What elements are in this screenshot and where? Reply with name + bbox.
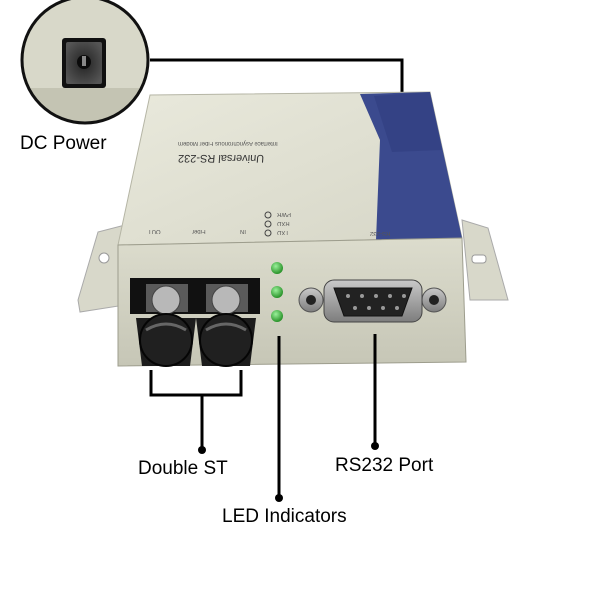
port-label-out: OUT xyxy=(148,228,161,234)
led-label-rxd: RXD xyxy=(277,220,290,226)
led-callout xyxy=(275,336,283,502)
double-st-connectors xyxy=(130,278,260,367)
led-rxd xyxy=(271,286,283,298)
led-label-txd: TXD xyxy=(277,229,289,235)
double-st-callout xyxy=(149,370,243,454)
device-title-text: Universal RS-232 xyxy=(177,152,265,164)
dc-power-callout-line xyxy=(150,58,404,92)
rs232-port xyxy=(298,279,447,323)
device-subtitle-text: Interface Asynchronous Fiber Modem xyxy=(178,140,278,146)
port-label-rs232: RS-232 xyxy=(370,230,391,236)
rs232-callout xyxy=(371,334,379,450)
blue-label-band xyxy=(360,92,462,240)
led-indicators xyxy=(264,211,283,322)
led-indicators-label: LED Indicators xyxy=(222,506,347,527)
port-label-in: IN xyxy=(240,228,246,234)
led-label-pwr: PWR xyxy=(277,211,291,217)
dc-power-inset xyxy=(20,0,150,125)
dc-power-label: DC Power xyxy=(20,133,107,154)
double-st-label: Double ST xyxy=(138,458,228,479)
led-txd xyxy=(271,310,283,322)
led-pwr xyxy=(271,262,283,274)
rs232-port-label: RS232 Port xyxy=(335,455,434,476)
device-top-panel xyxy=(117,91,463,246)
st-connector-out xyxy=(136,284,196,367)
mounting-ear-right xyxy=(461,219,509,301)
mounting-ear-left xyxy=(77,224,126,313)
st-connector-in xyxy=(196,284,256,367)
port-label-fiber: Fiber xyxy=(192,228,206,234)
